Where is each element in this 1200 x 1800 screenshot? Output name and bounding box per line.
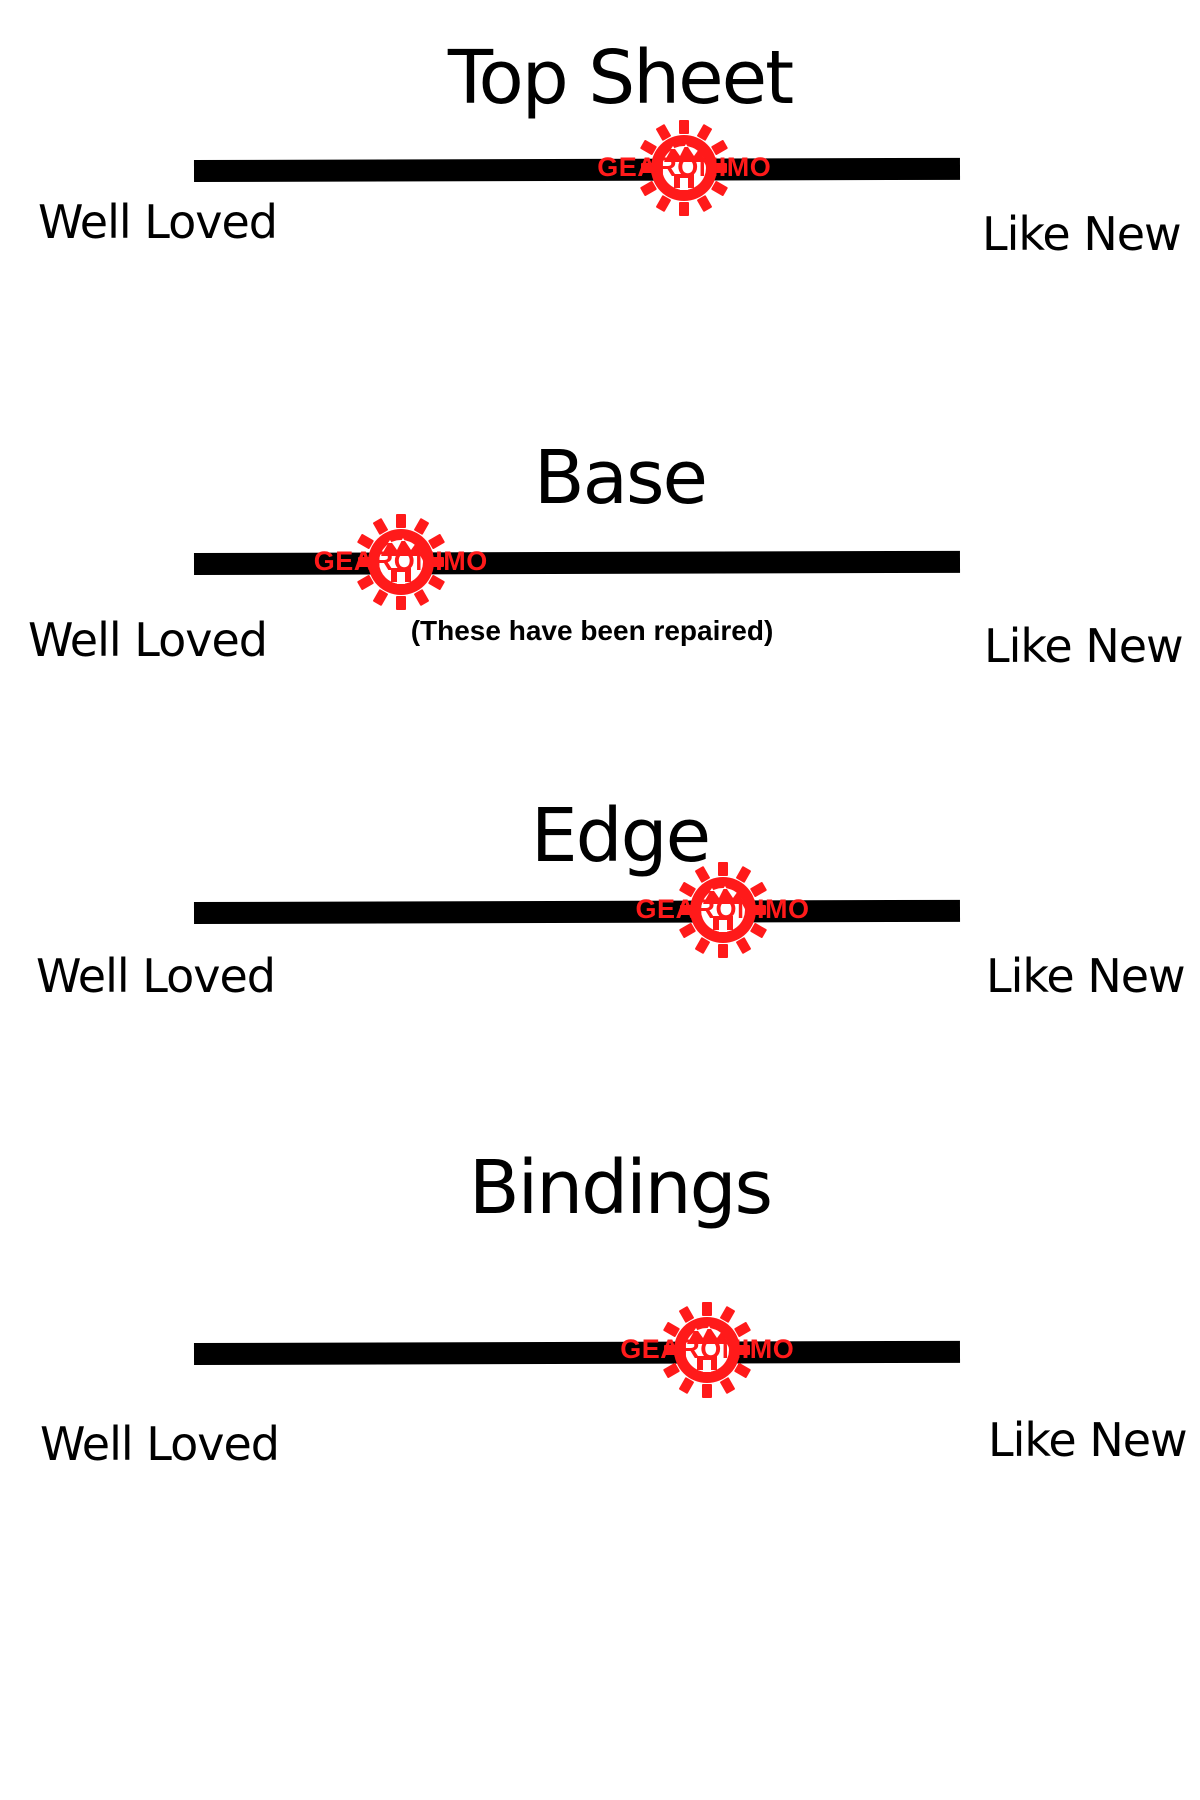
rating-marker: GEARONIMO bbox=[636, 860, 809, 960]
brand-text: GEARONIMO bbox=[313, 546, 488, 576]
right-label: Like New bbox=[986, 949, 1186, 1003]
left-label: Well Loved bbox=[36, 949, 276, 1003]
brand-text: GEARONIMO bbox=[620, 1334, 795, 1364]
left-label: Well Loved bbox=[40, 1417, 280, 1471]
section-title: Base bbox=[533, 435, 708, 521]
right-label: Like New bbox=[988, 1413, 1188, 1467]
rating-marker: GEARONIMO bbox=[597, 118, 771, 218]
section-note: (These have been repaired) bbox=[410, 615, 774, 646]
section-title: Top Sheet bbox=[447, 35, 794, 121]
brand-text: GEARONIMO bbox=[635, 894, 810, 924]
left-label: Well Loved bbox=[28, 613, 268, 667]
section-title: Bindings bbox=[468, 1145, 773, 1231]
right-label: Like New bbox=[984, 619, 1184, 673]
left-label: Well Loved bbox=[38, 195, 278, 249]
rating-marker: GEARONIMO bbox=[620, 1300, 794, 1400]
right-label: Like New bbox=[982, 207, 1182, 261]
rating-marker: GEARONIMO bbox=[314, 512, 487, 612]
brand-text: GEARONIMO bbox=[597, 152, 772, 182]
section-title: Edge bbox=[530, 793, 711, 879]
